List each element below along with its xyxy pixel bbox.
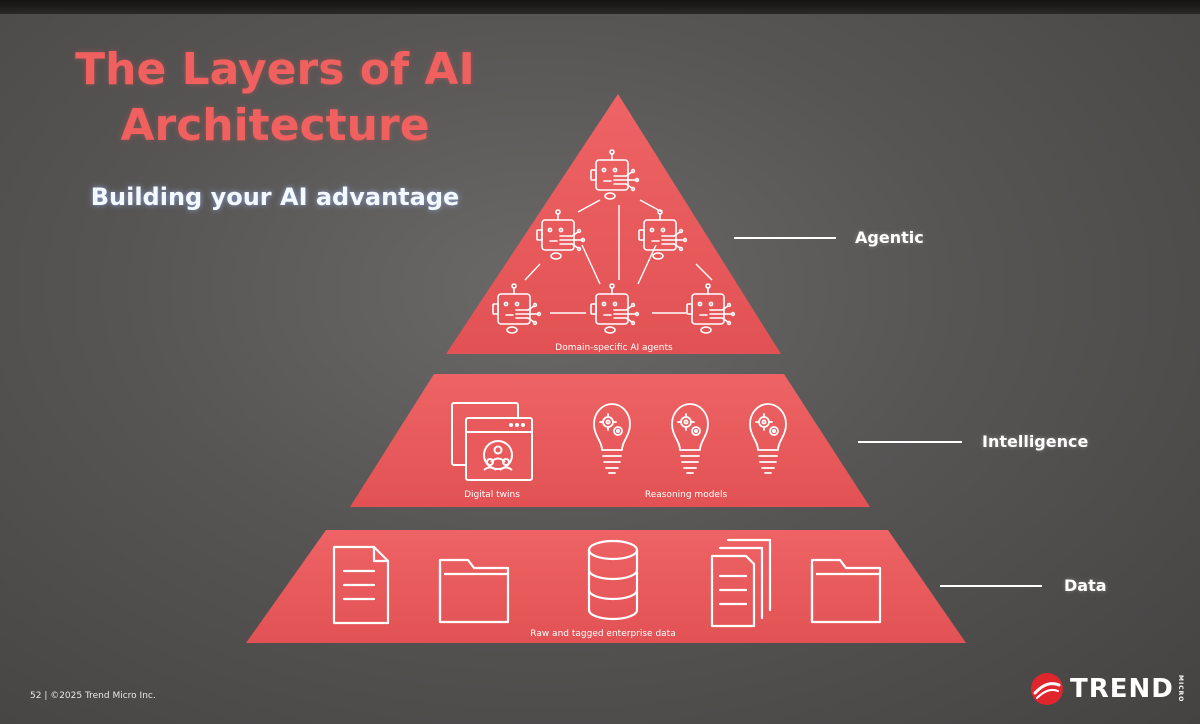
top-band [0, 0, 1200, 14]
intelligence-label: Intelligence [982, 432, 1089, 451]
slide-footer: 52 | ©2025 Trend Micro Inc. [30, 691, 156, 701]
data-caption: Raw and tagged enterprise data [530, 629, 675, 639]
brand-name: TREND [1070, 674, 1174, 704]
intelligence-layer [350, 374, 870, 507]
data-label: Data [1064, 576, 1107, 595]
agentic-layer [446, 94, 781, 354]
trend-micro-logo: TREND MICRO [1030, 672, 1184, 706]
brand-micro: MICRO [1176, 675, 1184, 703]
data-layer [246, 530, 966, 643]
agent-network-links [524, 199, 713, 314]
agentic-label: Agentic [855, 228, 924, 247]
agentic-caption: Domain-specific AI agents [555, 343, 673, 353]
slide-title: The Layers of AI Architecture [75, 44, 475, 151]
trend-micro-logo-icon [1031, 673, 1063, 705]
digital-twin-window-icon [451, 402, 533, 481]
digital-twins-caption: Digital twins [464, 490, 520, 500]
reasoning-models-caption: Reasoning models [645, 490, 728, 500]
slide-subtitle: Building your AI advantage [90, 183, 460, 211]
